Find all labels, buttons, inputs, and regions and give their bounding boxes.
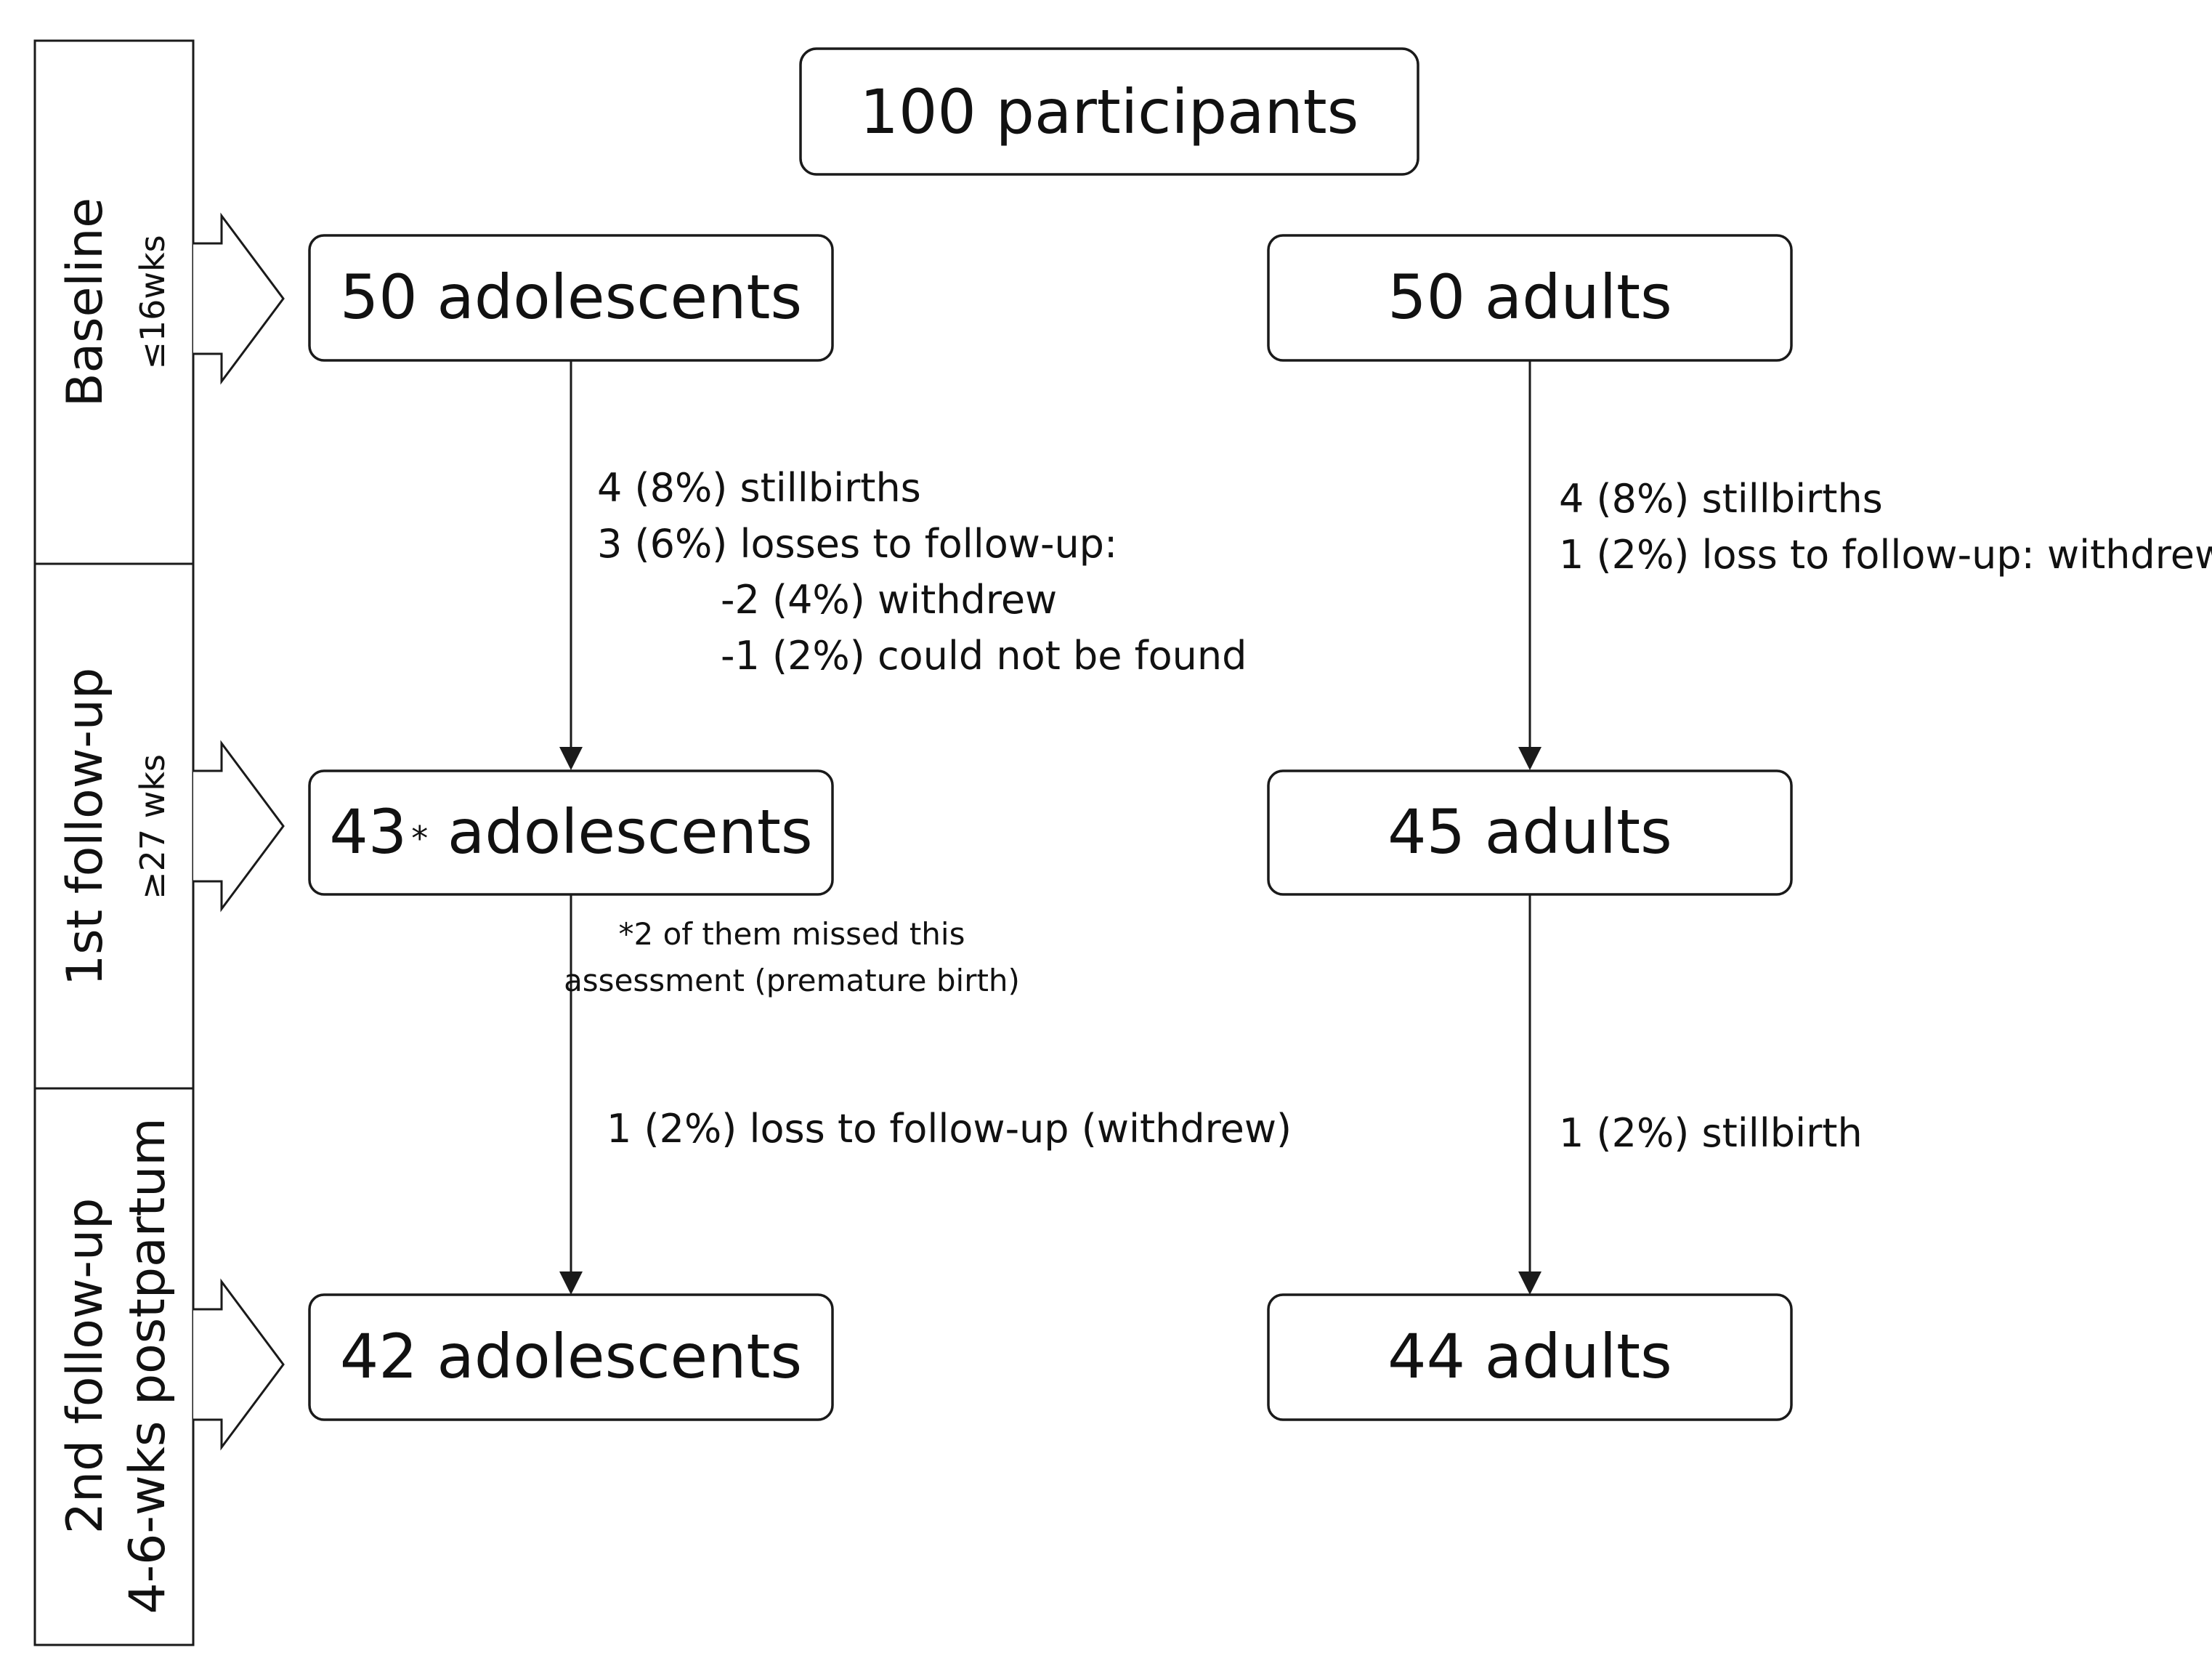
participants-label: 100 participants	[860, 76, 1359, 147]
adults-baseline-label: 50 adults	[1387, 262, 1672, 333]
adolescents-footnote: *2 of them missed this assessment (prema…	[564, 916, 1020, 998]
phase-panel-second-followup	[33, 1087, 195, 1646]
adults-first-followup-label: 45 adults	[1387, 796, 1672, 868]
footnote-line: assessment (premature birth)	[564, 963, 1020, 998]
note-line: -2 (4%) withdrew	[721, 577, 1057, 623]
adolescents-arrowhead-1	[559, 747, 583, 770]
adults-attrition-notes-2: 1 (2%) stillbirth	[1559, 1110, 1863, 1156]
phase-panel-baseline	[33, 39, 195, 565]
participants-box	[799, 47, 1419, 176]
phase-column: Baseline ≤16wks 1st follow-up ≥27 wks 2n…	[33, 39, 195, 1646]
adults-arrowhead-2	[1518, 1271, 1541, 1295]
adolescents-second-followup-label: 42 adolescents	[340, 1321, 802, 1392]
note-line: -1 (2%) could not be found	[721, 633, 1247, 679]
note-line: 4 (8%) stillbirths	[1559, 476, 1883, 522]
phase-label-second-followup: 2nd follow-up	[57, 1198, 114, 1534]
block-arrow-first-followup	[193, 740, 285, 913]
note-line: 3 (6%) losses to follow-up:	[597, 521, 1117, 567]
block-arrow-second-followup	[193, 1278, 285, 1451]
block-arrow-baseline	[193, 212, 285, 385]
adolescents-attrition-notes-1: 4 (8%) stillbirths 3 (6%) losses to foll…	[597, 465, 1247, 679]
phase-sub-baseline: ≤16wks	[133, 235, 172, 369]
note-line: 4 (8%) stillbirths	[597, 465, 921, 511]
note-line: 1 (2%) loss to follow-up: withdrew	[1559, 532, 2212, 578]
footnote-line: *2 of them missed this	[619, 916, 965, 952]
phase-sub-second-followup: 4-6-wks postpartum	[119, 1117, 177, 1614]
adults-attrition-notes-1: 4 (8%) stillbirths 1 (2%) loss to follow…	[1559, 476, 2212, 578]
phase-label-first-followup: 1st follow-up	[57, 668, 114, 986]
adolescents-first-followup-label: 43* adolescents	[329, 796, 812, 868]
phase-label-baseline: Baseline	[57, 198, 114, 407]
phase-panel-first-followup	[33, 562, 195, 1090]
adults-second-followup-label: 44 adults	[1387, 1321, 1672, 1392]
adolescents-first-followup-count: 43	[329, 796, 407, 868]
adolescents-baseline-label: 50 adolescents	[340, 262, 802, 333]
adolescents-attrition-notes-2: 1 (2%) loss to follow-up (withdrew)	[607, 1106, 1292, 1152]
adolescents-arrowhead-2	[559, 1271, 583, 1295]
adolescents-first-followup-group: adolescents	[428, 796, 812, 868]
phase-sub-first-followup: ≥27 wks	[133, 754, 172, 899]
adults-arrowhead-1	[1518, 747, 1541, 770]
footnote-marker: *	[411, 819, 428, 858]
